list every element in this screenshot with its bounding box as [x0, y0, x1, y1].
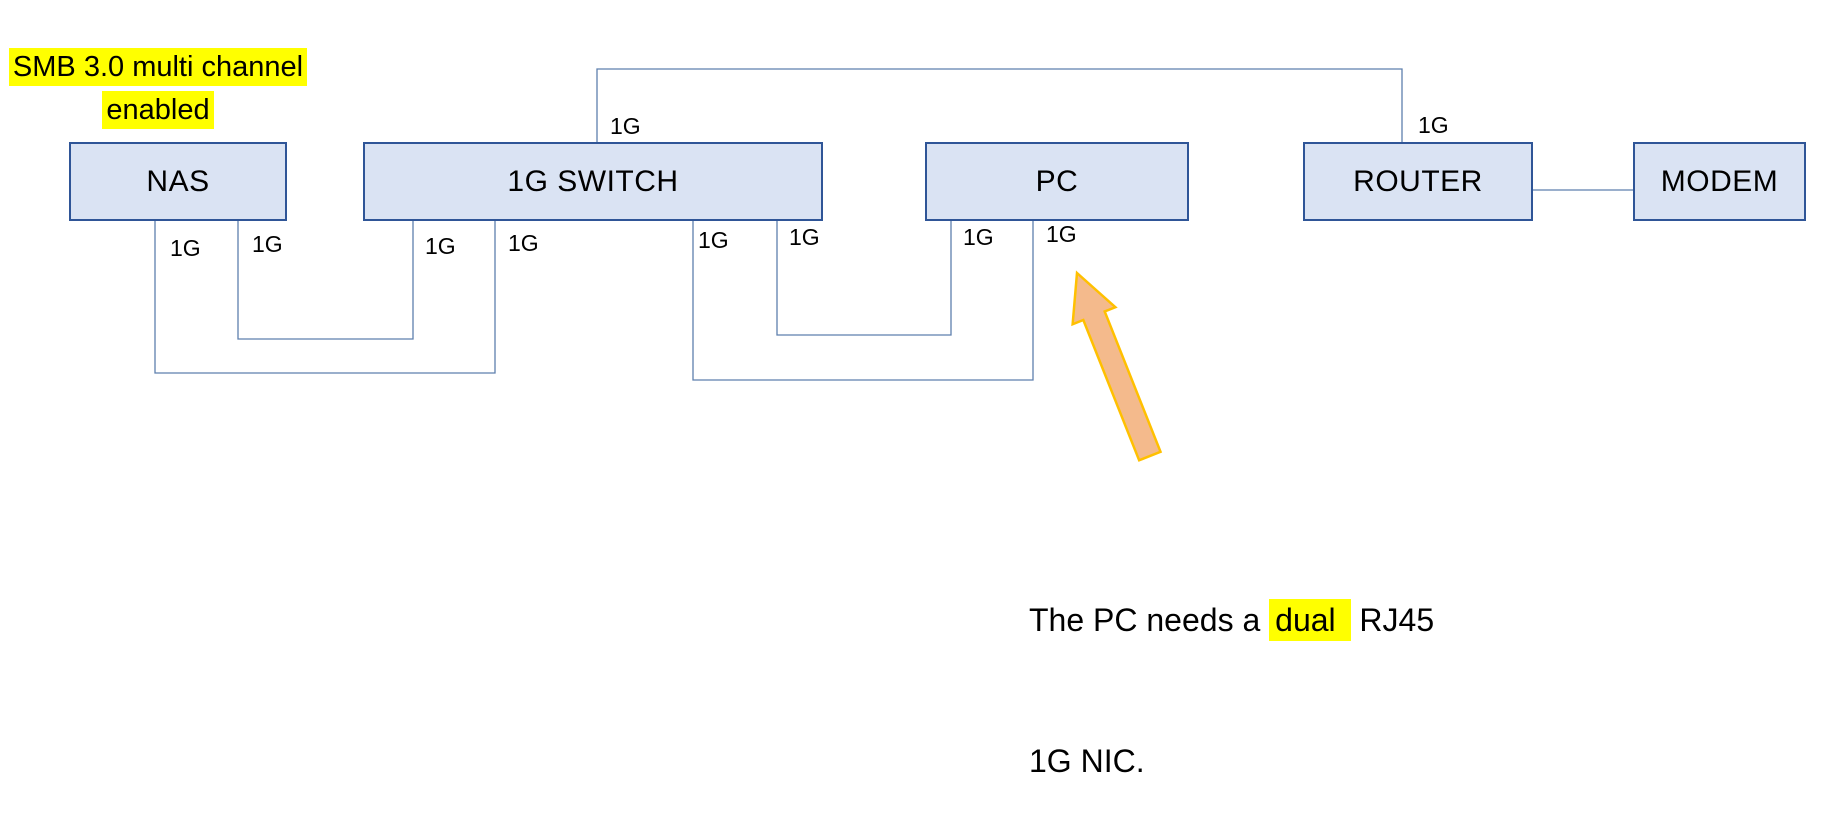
node-router-label: ROUTER [1353, 164, 1483, 198]
port-label-switch-port4: 1G [789, 224, 820, 250]
node-modem-label: MODEM [1660, 164, 1779, 198]
highlighted-text: enabled [102, 91, 214, 129]
arrow-group [1071, 270, 1163, 462]
node-1g-switch-label: 1G SWITCH [507, 164, 679, 198]
connectors-group [154, 68, 1633, 381]
node-pc-label: PC [1035, 164, 1079, 198]
connector-nas-switch-link-inner [237, 221, 414, 340]
connector-switch-to-router [596, 68, 1403, 143]
network-diagram-page: { "canvas": { "width": 1848, "height": 6… [8, 46, 1806, 779]
annotation-line2: 1G NIC. [1029, 743, 1145, 779]
port-label-switch-uplink: 1G [610, 113, 641, 139]
port-label-switch-port1: 1G [425, 233, 456, 259]
connector-nas-switch-link-outer [154, 221, 496, 374]
pc-nic-annotation: The PC needs a dual RJ45 1G NIC. [1029, 503, 1434, 832]
port-label-switch-port3: 1G [698, 227, 729, 253]
node-pc: PC [925, 142, 1189, 221]
annotation-text: The PC needs a [1029, 602, 1270, 638]
port-label-router-uplink: 1G [1418, 112, 1449, 138]
smb-note-line2: enabled [8, 89, 308, 132]
node-nas-label: NAS [146, 164, 210, 198]
highlighted-text: SMB 3.0 multi channel [8, 48, 308, 86]
port-label-nas-port2: 1G [252, 231, 283, 257]
connector-switch-pc-link-outer [692, 221, 1034, 381]
port-label-pc-port1: 1G [963, 224, 994, 250]
smb-note-line1: SMB 3.0 multi channel [8, 46, 308, 89]
node-nas: NAS [69, 142, 287, 221]
node-1g-switch: 1G SWITCH [363, 142, 823, 221]
smb-note: SMB 3.0 multi channel enabled [8, 46, 308, 132]
node-modem: MODEM [1633, 142, 1806, 221]
port-label-switch-port2: 1G [508, 230, 539, 256]
connector-switch-pc-link-inner [776, 221, 952, 336]
annotation-line1: The PC needs a dual RJ45 [1029, 597, 1434, 644]
node-router: ROUTER [1303, 142, 1533, 221]
annotation-text: RJ45 [1350, 602, 1435, 638]
port-label-pc-port2: 1G [1046, 221, 1077, 247]
callout-arrow-icon [1071, 270, 1163, 462]
port-label-nas-port1: 1G [170, 235, 201, 261]
connector-layer [154, 68, 1633, 462]
highlighted-text: dual [1269, 599, 1351, 641]
